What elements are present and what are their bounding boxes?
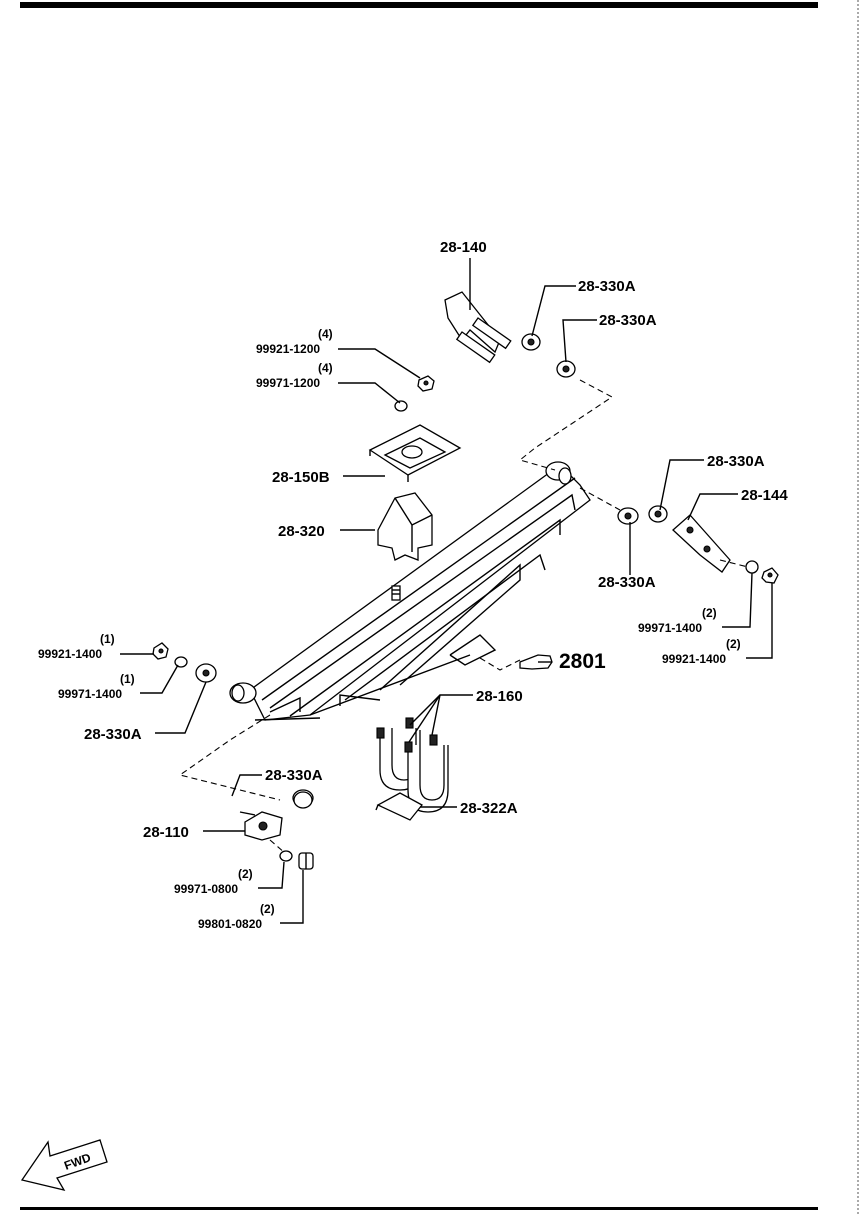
leader-28-330a-5: [155, 681, 207, 734]
bushing-right-2: [648, 505, 668, 523]
washer-upper: [394, 400, 408, 412]
shackle-upper: [444, 291, 512, 364]
leader-28-160: [409, 694, 473, 726]
leader-28-144: [687, 493, 738, 521]
fwd-arrow-icon: FWD: [20, 1139, 108, 1191]
washer-right: [745, 560, 759, 574]
label-99801-0820: 99801-0820: [198, 917, 262, 931]
leader-99971-0800: [258, 861, 285, 889]
label-28-330a-3: 28-330A: [707, 453, 765, 470]
leader-28-160-c: [408, 694, 441, 743]
leader-28-160-b: [431, 694, 441, 736]
label-99921-1400-r: 99921-1400: [662, 652, 726, 666]
bushing-left: [195, 663, 217, 683]
label-28-320: 28-320: [278, 523, 325, 540]
qty-99971-0800: (2): [238, 867, 253, 881]
label-28-140: 28-140: [440, 239, 487, 256]
label-28-330a-4: 28-330A: [598, 574, 656, 591]
leader-99921-1200: [338, 348, 421, 379]
label-28-144: 28-144: [741, 487, 788, 504]
label-99971-1400-r: 99971-1400: [638, 621, 702, 635]
bushing-front: [293, 791, 313, 809]
pointing-hand-icon: [519, 654, 553, 670]
leader-28-330a-6: [231, 774, 262, 797]
qty-99921-1400-r: (2): [726, 637, 741, 651]
clip: [375, 792, 423, 821]
assembly-line-right-2: [719, 559, 749, 568]
label-99971-0800: 99971-0800: [174, 882, 238, 896]
washer-front: [279, 850, 293, 862]
qty-99921-1400-l: (1): [100, 632, 115, 646]
top-border: [20, 2, 818, 8]
leader-99801-0820: [280, 870, 304, 924]
u-bolts: [376, 717, 449, 813]
bolt-front: [298, 852, 314, 870]
qty-99971-1400-l: (1): [120, 672, 135, 686]
leader-99971-1400-l: [140, 664, 179, 694]
leaf-spring: [229, 461, 591, 721]
bushing-upper-1: [521, 333, 541, 351]
nut-right: [761, 567, 779, 584]
label-28-110: 28-110: [143, 824, 189, 841]
assembly-line-bolt: [269, 839, 286, 854]
label-28-330a-2: 28-330A: [599, 312, 657, 329]
assembly-line-2801: [479, 657, 521, 671]
qty-99971-1200: (4): [318, 361, 333, 375]
leader-99971-1200: [338, 382, 401, 404]
washer-left: [174, 656, 188, 668]
qty-99971-1400-r: (2): [702, 606, 717, 620]
bushing-upper-2: [556, 360, 576, 378]
leader-28-330a-2: [562, 319, 597, 363]
bushing-right-1: [617, 507, 639, 525]
label-28-160: 28-160: [476, 688, 523, 705]
nut-left: [152, 642, 169, 660]
leader-28-330a-3: [659, 459, 704, 511]
shackle-right: [672, 514, 731, 573]
label-2801: 2801: [559, 650, 606, 673]
assembly-line-front: [178, 714, 281, 801]
qty-99801-0820: (2): [260, 902, 275, 916]
qty-99921-1200: (4): [318, 327, 333, 341]
label-28-150b: 28-150B: [272, 469, 330, 486]
label-28-330a-6: 28-330A: [265, 767, 323, 784]
assembly-line-right: [579, 487, 621, 511]
leader-99971-1400-r: [722, 572, 753, 628]
label-28-330a-1: 28-330A: [578, 278, 636, 295]
label-99971-1400-l: 99971-1400: [58, 687, 122, 701]
nut-upper: [417, 375, 435, 392]
assembly-line-upper: [518, 379, 614, 471]
bottom-border: [20, 1207, 818, 1210]
label-28-322a: 28-322A: [460, 800, 518, 817]
label-99971-1200: 99971-1200: [256, 376, 320, 390]
label-28-330a-5: 28-330A: [84, 726, 142, 743]
leader-28-330a-1: [531, 285, 576, 337]
bump-stopper: [377, 492, 433, 561]
label-99921-1400-l: 99921-1400: [38, 647, 102, 661]
label-99921-1200: 99921-1200: [256, 342, 320, 356]
leader-99921-1400-r: [746, 583, 773, 659]
spring-seat: [368, 424, 462, 482]
